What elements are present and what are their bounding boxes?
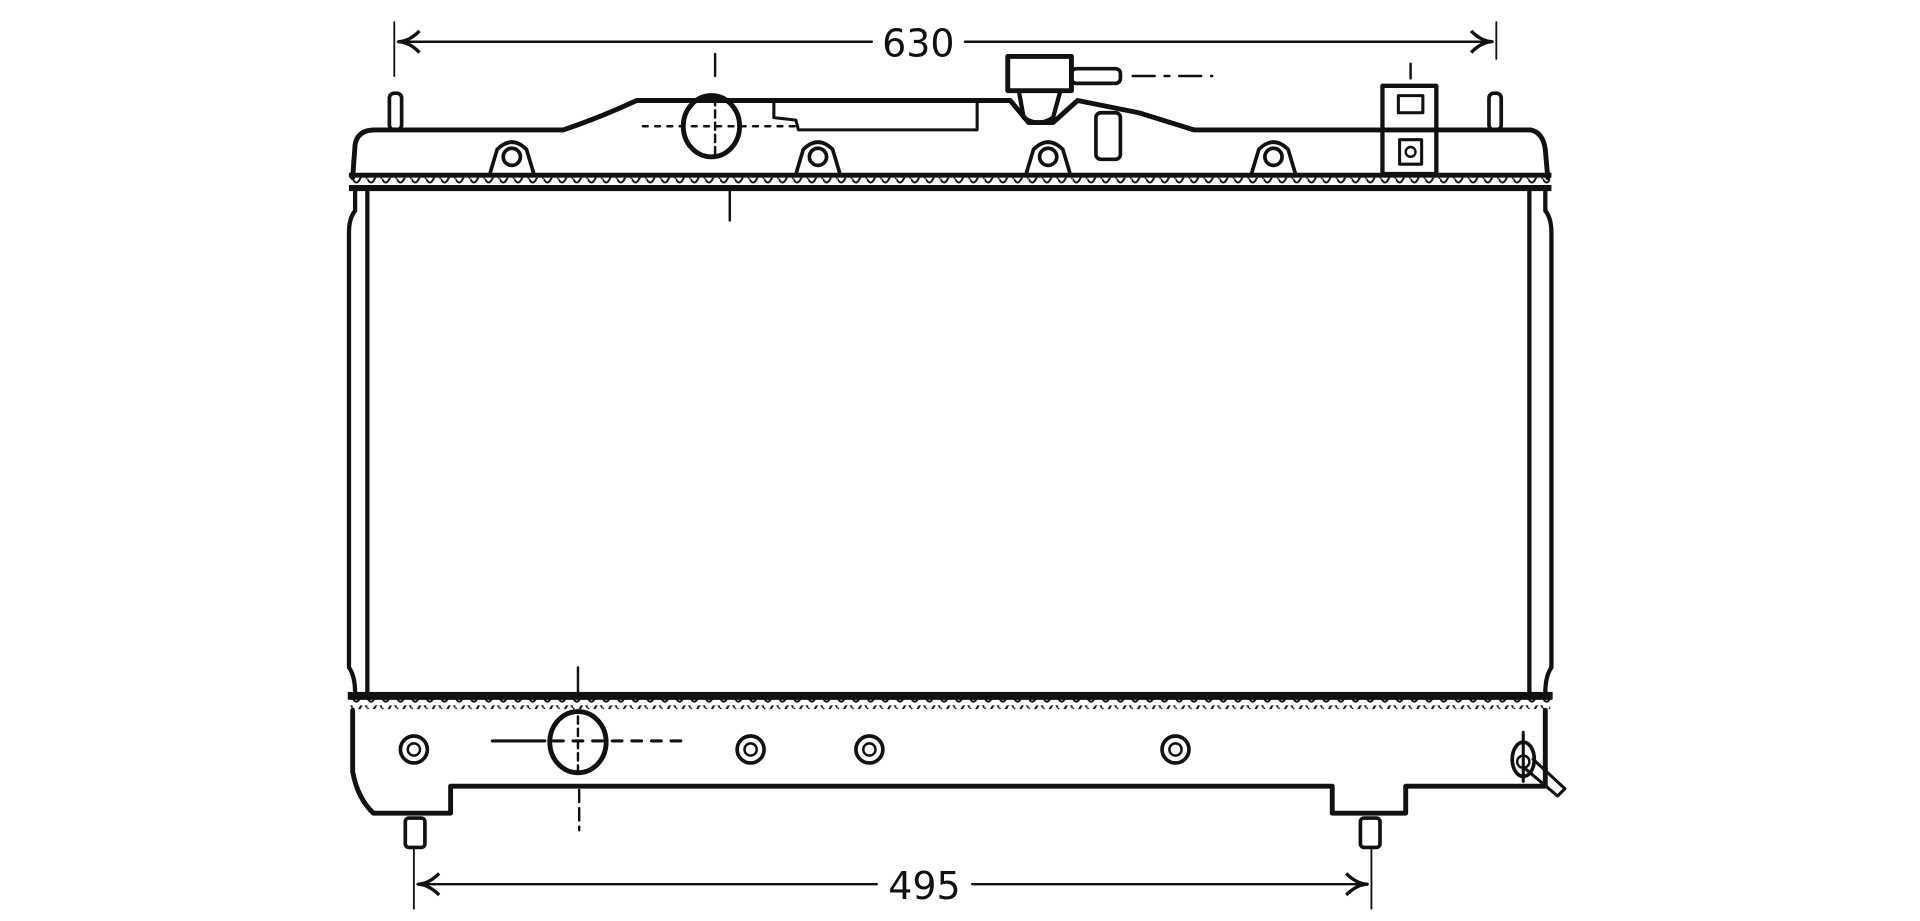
filler-cap xyxy=(1005,53,1214,125)
bolt-icon xyxy=(1160,734,1191,765)
bolt-icon xyxy=(398,734,430,765)
dimension-mount-spacing: 495 xyxy=(412,846,1373,910)
dimension-label-495: 495 xyxy=(888,864,960,908)
bolt-icon xyxy=(794,140,842,176)
dimension-label-630: 630 xyxy=(882,21,954,65)
core xyxy=(346,188,1554,696)
bolt-icon xyxy=(487,140,536,176)
outlet-port xyxy=(490,666,688,832)
bolt-icon xyxy=(1249,140,1298,176)
bolt-icon xyxy=(1024,140,1073,176)
bolt-icon xyxy=(854,734,885,765)
inlet-port xyxy=(641,52,798,222)
top-mounting-bolts xyxy=(487,140,1298,176)
drain-plug-icon xyxy=(1510,730,1567,798)
bottom-mounting-bolts xyxy=(398,734,1191,765)
bottom-tank xyxy=(347,691,1553,850)
sensor-bracket xyxy=(1380,62,1439,177)
dimension-overall-width: 630 xyxy=(393,21,1498,77)
bolt-icon xyxy=(735,734,766,765)
top-tank xyxy=(348,91,1552,192)
